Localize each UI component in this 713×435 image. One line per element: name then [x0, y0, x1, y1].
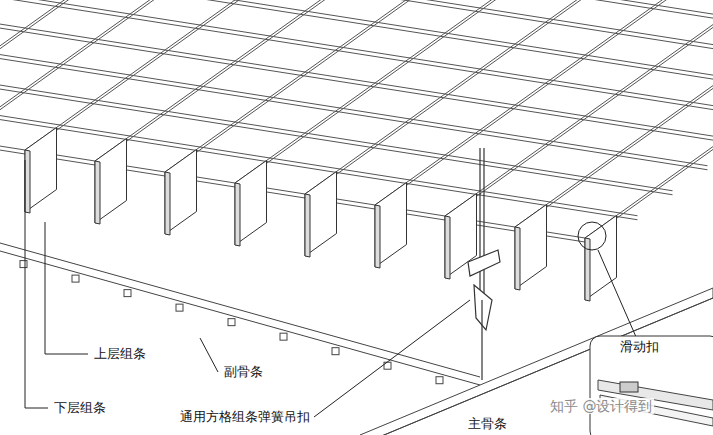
- lower-strip: [515, 205, 547, 290]
- grid-bar: [99, 0, 414, 161]
- watermark: 知乎 @设计得到: [548, 398, 654, 414]
- bar-slot: [280, 333, 287, 340]
- grid-bar: [29, 0, 344, 150]
- hanger-rod: [483, 148, 484, 300]
- spring-clip: [474, 285, 492, 330]
- grid-bar: [25, 0, 713, 95]
- bar-slot: [228, 319, 235, 326]
- bar-slot: [176, 304, 183, 311]
- grid-bar: [0, 46, 708, 170]
- lower-strip-face: [165, 172, 170, 235]
- lower-strip-face: [585, 238, 590, 301]
- bar-slot: [436, 377, 443, 384]
- grid-bar: [585, 13, 713, 238]
- grid-bar: [379, 0, 694, 205]
- bar-slot: [72, 275, 79, 282]
- leader-line: [200, 338, 218, 372]
- grid-bar: [60, 0, 713, 70]
- leader-lines: [25, 160, 640, 417]
- grid-bar: [0, 0, 200, 128]
- bar-slot: [20, 261, 27, 268]
- part-label: 上层组条: [92, 346, 148, 362]
- grid-bar: [95, 0, 410, 161]
- grid-bar: [95, 0, 713, 45]
- grid-bar: [305, 0, 620, 194]
- grid-bar: [25, 0, 713, 91]
- grid-bar: [235, 0, 550, 183]
- detail-circle: [578, 222, 606, 250]
- bar-slot: [124, 290, 131, 297]
- lower-strip-face: [95, 161, 100, 224]
- lower-strip-face: [515, 227, 520, 290]
- lower-strip-face: [375, 205, 380, 268]
- lower-strip: [585, 216, 617, 301]
- leader-line: [598, 250, 640, 346]
- lower-strip: [95, 139, 127, 224]
- grid-layer: [0, 0, 713, 245]
- secondary-bar: [0, 243, 480, 385]
- bar-edge: [0, 251, 480, 385]
- leader-line: [25, 160, 48, 408]
- grid-bar: [0, 0, 713, 120]
- slide-clip: [620, 382, 638, 392]
- hook-wire: [481, 300, 482, 380]
- lower-strip: [165, 150, 197, 235]
- part-label: 滑动扣: [618, 339, 661, 355]
- lower-strip-face: [25, 150, 30, 213]
- part-label: 通用方格组条弹簧吊扣: [178, 409, 312, 425]
- part-label: 副骨条: [222, 364, 265, 380]
- slot-layer: [20, 261, 443, 384]
- detail-inset: [590, 336, 713, 435]
- grid-bar: [589, 13, 713, 238]
- grid-bar: [0, 0, 204, 128]
- leader-line: [314, 300, 470, 417]
- part-label: 主骨条: [466, 416, 509, 432]
- bar-edge: [0, 243, 480, 377]
- lower-strip-face: [235, 183, 240, 246]
- lower-strip: [375, 183, 407, 268]
- grid-bar: [95, 0, 713, 41]
- inset-frame: [590, 336, 713, 435]
- lower-strip-face: [305, 194, 310, 257]
- grid-bar: [519, 2, 713, 227]
- grid-bar: [0, 121, 603, 245]
- grid-bar: [169, 0, 484, 172]
- bar-slot: [332, 348, 339, 355]
- lower-strip-face: [445, 216, 450, 279]
- grid-bar: [165, 0, 480, 172]
- grid-bar: [239, 0, 554, 183]
- part-label: 下层组条: [52, 400, 108, 416]
- grid-bar: [515, 2, 713, 227]
- grid-bar: [309, 0, 624, 194]
- lower-strip: [305, 172, 337, 257]
- leader-line: [45, 222, 88, 354]
- spring-hanger: [468, 148, 500, 380]
- grid-bar: [449, 0, 713, 216]
- spring-clip: [468, 250, 500, 276]
- hanger-rod: [479, 148, 480, 300]
- lower-strip: [235, 161, 267, 246]
- grid-bar: [0, 0, 130, 117]
- lower-strip: [25, 128, 57, 213]
- grid-bar: [0, 0, 270, 139]
